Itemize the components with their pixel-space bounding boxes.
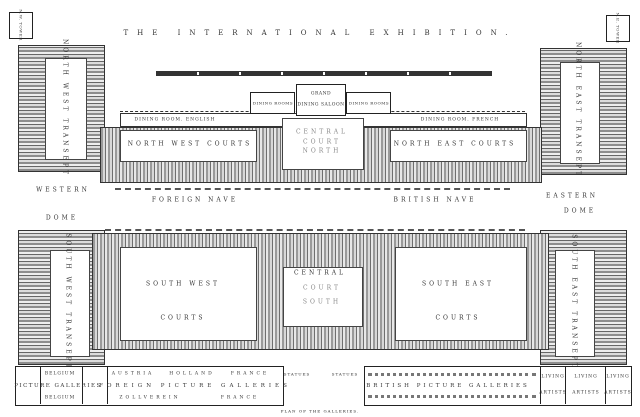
central-south-label-3: SOUTH [302,298,342,306]
plan-title: THE INTERNATIONAL EXHIBITION. [123,29,517,37]
south-west-courts-label-2: COURTS [160,314,206,322]
central-court-south [283,267,363,327]
central-south-label-2: COURT [303,284,341,292]
statues-right-label: STATUES [331,371,359,377]
belgium-bottom-label: BELGIUM [44,395,76,401]
divider-5 [565,366,566,404]
ne-tower: N.E. TOWER [606,12,630,44]
north-east-courts [390,130,527,162]
sw-transept-floor [50,250,90,357]
south-east-courts-label-2: COURTS [435,314,481,322]
living-1-label: LIVING [541,374,565,380]
ne-transept-floor [560,62,600,164]
grand-dining-saloon: GRAND DINING SALOON [296,84,346,116]
foreign-picture-galleries-label: FOREIGN PICTURE GALLERIES [99,383,291,389]
british-picture-galleries-label: BRITISH PICTURE GALLERIES [366,383,530,389]
grand-saloon-label-2: DINING SALOON [297,102,345,108]
divider-1 [40,366,41,404]
central-north-label-2: COURT [303,138,341,146]
grand-saloon-label-1: GRAND [310,91,332,97]
central-north-label-1: CENTRAL [295,128,349,136]
western-dome-label-2: DOME [45,214,79,222]
living-2-label: LIVING [574,374,598,380]
british-artist-names-bottom [368,395,536,398]
north-east-courts-label: NORTH EAST COURTS [393,140,517,148]
eastern-dome-label-2: DOME [563,207,597,215]
nw-tower: N.W. TOWER [9,9,33,41]
eastern-dome-label-1: EASTERN [546,192,598,200]
france-top-label: FRANCE [230,371,270,377]
nw-transept-label: NORTH WEST TRANSEPT [61,39,69,177]
divider-4 [540,366,541,404]
south-west-courts-label-1: SOUTH WEST [146,280,220,288]
british-artist-names-top [368,373,536,376]
south-east-courts-label-1: SOUTH EAST [421,280,495,288]
foreign-nave-label: FOREIGN NAVE [151,196,239,204]
south-west-courts [120,247,257,341]
austria-label: AUSTRIA [111,371,155,377]
ne-transept-label: NORTH EAST TRANSEPT [574,41,582,179]
se-transept-label: SOUTH EAST TRANSEPT [570,234,578,370]
france-bottom-label: FRANCE [220,395,260,401]
living-3-label: LIVING [606,374,630,380]
plan-caption: PLAN OF THE GALLERIES. [280,408,360,414]
nw-transept-floor [45,58,87,160]
british-nave-label: BRITISH NAVE [393,196,477,204]
zollverein-label: ZOLLVEREIN [119,395,181,401]
sw-transept-label: SOUTH WEST TRANSEPT [64,233,72,371]
divider-2 [82,366,83,404]
statues-gap [283,366,365,406]
central-north-label-3: NORTH [302,147,342,155]
nave-exhibits-south [105,229,525,231]
divider-3 [107,366,108,404]
belgium-top-label: BELGIUM [44,371,76,377]
artists-3-label: ARTISTS [604,390,632,396]
se-transept-floor [555,250,595,357]
nw-tower-label: N.W. TOWER [18,9,24,41]
north-west-courts-label: NORTH WEST COURTS [127,140,253,148]
central-court-north [282,118,364,170]
dining-room-french: DINING ROOM. FRENCH [420,117,500,123]
dining-rooms-left: DINING ROOMS [250,92,295,114]
dining-room-english: DINING ROOM. ENGLISH [134,117,216,123]
scale-bar [156,71,492,76]
south-east-courts [395,247,527,341]
dining-rooms-left-label: DINING ROOMS [252,100,294,106]
dining-rooms-right-label: DINING ROOMS [348,100,390,106]
central-south-label-1: CENTRAL [293,269,347,277]
nave-exhibits-north [115,188,510,190]
artists-2-label: ARTISTS [572,390,600,396]
artists-1-label: ARTISTS [539,390,567,396]
holland-label: HOLLAND [169,371,215,377]
divider-6 [605,366,606,404]
western-dome-label-1: WESTERN [36,186,90,194]
statues-left-label: STATUES [283,371,311,377]
ne-tower-label: N.E. TOWER [615,12,621,44]
picture-galleries-west-label: PICTURE GALLERIES [14,383,102,389]
north-west-courts [120,130,257,162]
dining-rooms-right: DINING ROOMS [346,92,391,114]
